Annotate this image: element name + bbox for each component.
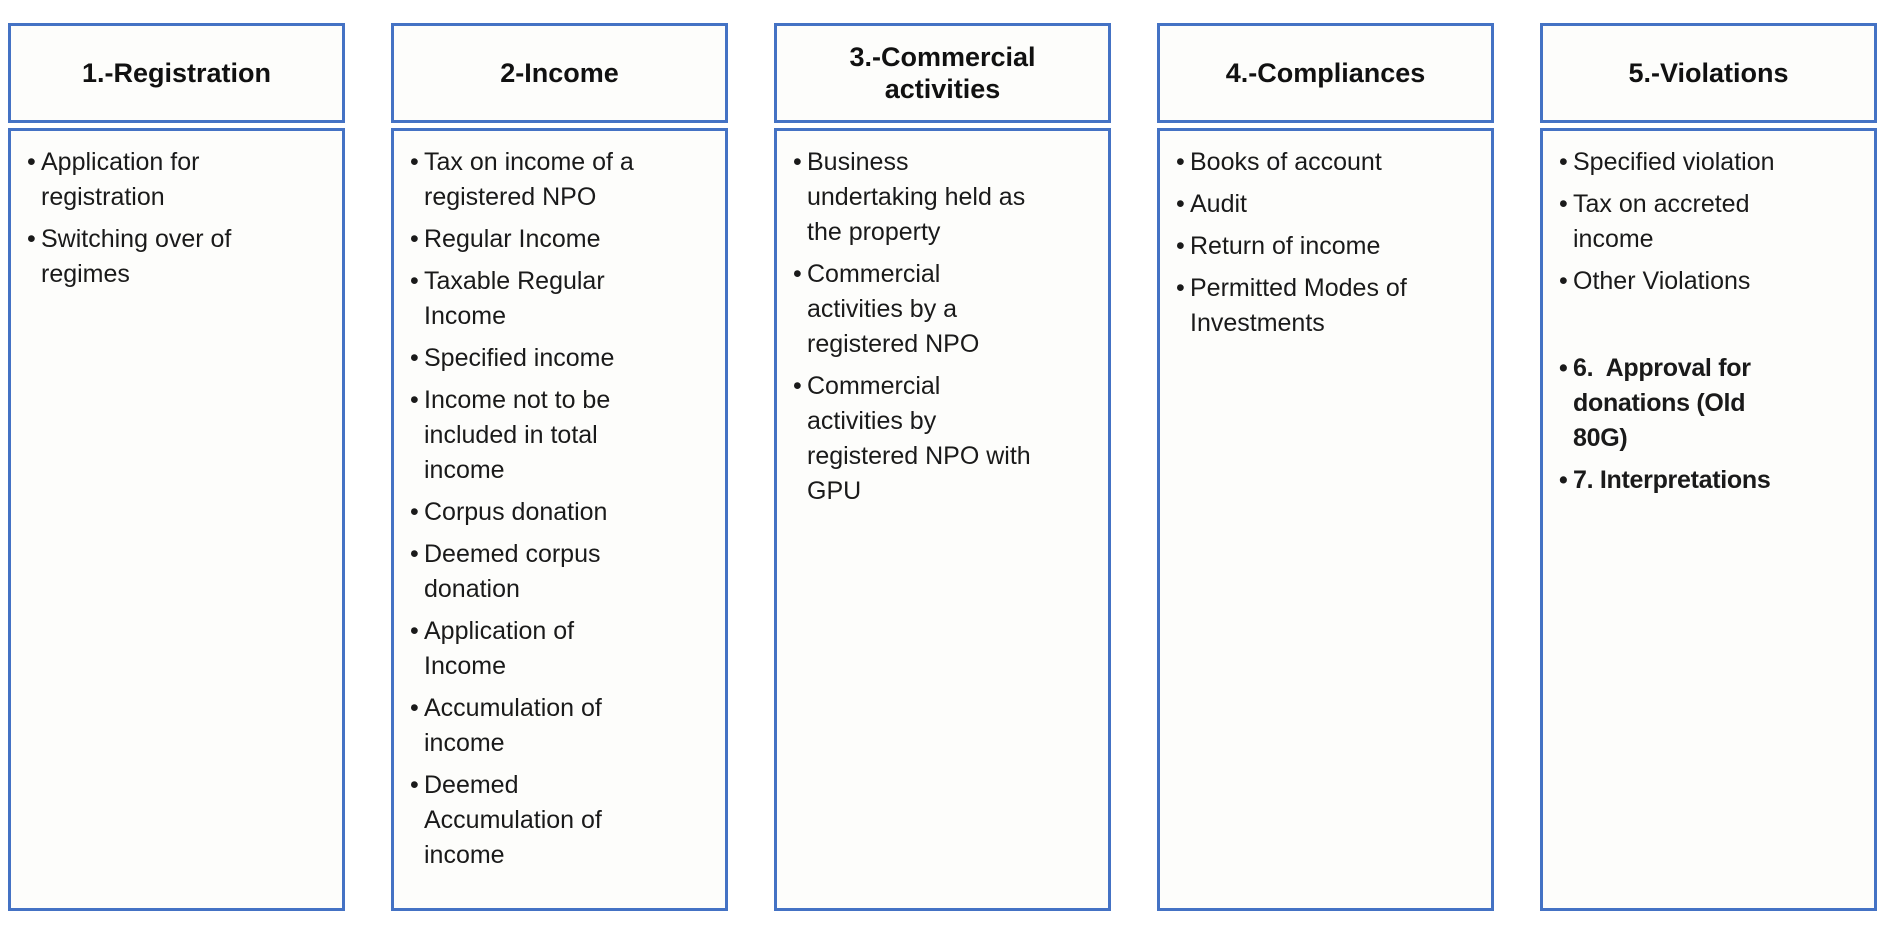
list-item-text: 6. Approval for donations (Old 80G) bbox=[1573, 354, 1758, 452]
list-item: • Books of account bbox=[1176, 145, 1426, 180]
bullet-icon: • bbox=[793, 260, 802, 288]
list-item-text: Other Violations bbox=[1573, 267, 1751, 295]
column-title: 1.-Registration bbox=[81, 58, 272, 88]
list-item: • Return of income bbox=[1176, 229, 1426, 264]
column-body-violations: • Specified violation • Tax on accreted … bbox=[1540, 128, 1877, 911]
column-header-violations: 5.-Violations bbox=[1540, 23, 1877, 123]
list-item-text: Audit bbox=[1190, 190, 1247, 218]
column-title: 3.-Commercial activities bbox=[849, 42, 1036, 104]
list-item: • 6. Approval for donations (Old 80G) bbox=[1559, 351, 1809, 456]
bullet-icon: • bbox=[1176, 190, 1185, 218]
list-item-text: Commercial activities by registered NPO … bbox=[807, 372, 1038, 505]
bullet-icon: • bbox=[410, 386, 419, 414]
list-item-text: Taxable Regular Income bbox=[424, 267, 612, 330]
column-body-income: • Tax on income of a registered NPO • Re… bbox=[391, 128, 728, 911]
column-header-registration: 1.-Registration bbox=[8, 23, 345, 123]
bullet-icon: • bbox=[410, 267, 419, 295]
list-item: • Application for registration bbox=[27, 145, 277, 215]
list-item-text: Commercial activities by a registered NP… bbox=[807, 260, 980, 358]
list-item: • Accumulation of income bbox=[410, 691, 660, 761]
bullet-icon: • bbox=[27, 225, 36, 253]
column-body-commercial-activities: • Business undertaking held as the prope… bbox=[774, 128, 1111, 911]
list-item: • Commercial activities by registered NP… bbox=[793, 369, 1043, 509]
column-body-registration: • Application for registration • Switchi… bbox=[8, 128, 345, 911]
bullet-icon: • bbox=[1559, 466, 1568, 494]
list-item: • Business undertaking held as the prope… bbox=[793, 145, 1043, 250]
list-item: • Switching over of regimes bbox=[27, 222, 277, 292]
list-item: • Application of Income bbox=[410, 614, 660, 684]
list-item: • Corpus donation bbox=[410, 495, 660, 530]
list-item: • Specified income bbox=[410, 341, 660, 376]
bullet-icon: • bbox=[793, 148, 802, 176]
column-header-commercial-activities: 3.-Commercial activities bbox=[774, 23, 1111, 123]
list-item-text: Books of account bbox=[1190, 148, 1382, 176]
list-item-text: 7. Interpretations bbox=[1573, 466, 1771, 494]
column-registration: 1.-Registration • Application for regist… bbox=[8, 23, 345, 911]
bullet-icon: • bbox=[1559, 267, 1568, 295]
bullet-icon: • bbox=[410, 694, 419, 722]
list-item-text: Income not to be included in total incom… bbox=[424, 386, 618, 484]
list-item: • Deemed corpus donation bbox=[410, 537, 660, 607]
column-header-income: 2-Income bbox=[391, 23, 728, 123]
list-item: • Specified violation bbox=[1559, 145, 1809, 180]
bullet-icon: • bbox=[410, 771, 419, 799]
list-item-text: Tax on accreted income bbox=[1573, 190, 1757, 253]
bullet-icon: • bbox=[410, 225, 419, 253]
bullet-icon: • bbox=[1559, 190, 1568, 218]
list-item-text: Regular Income bbox=[424, 225, 601, 253]
list-item: • Permitted Modes of Investments bbox=[1176, 271, 1426, 341]
bullet-icon: • bbox=[410, 148, 419, 176]
list-item-text: Deemed corpus donation bbox=[424, 540, 608, 603]
list-item: • Income not to be included in total inc… bbox=[410, 383, 660, 488]
list-item-text: Permitted Modes of Investments bbox=[1190, 274, 1414, 337]
list-item-text: Application for registration bbox=[41, 148, 207, 211]
bullet-icon: • bbox=[1559, 148, 1568, 176]
column-body-compliances: • Books of account • Audit • Return of i… bbox=[1157, 128, 1494, 911]
list-item-text: Application of Income bbox=[424, 617, 582, 680]
list-item: • Commercial activities by a registered … bbox=[793, 257, 1043, 362]
column-compliances: 4.-Compliances • Books of account • Audi… bbox=[1157, 23, 1494, 911]
list-item-text: Tax on income of a registered NPO bbox=[424, 148, 641, 211]
list-item-text: Specified income bbox=[424, 344, 615, 372]
list-item-text: Corpus donation bbox=[424, 498, 608, 526]
list-item: • Audit bbox=[1176, 187, 1426, 222]
column-commercial-activities: 3.-Commercial activities • Business unde… bbox=[774, 23, 1111, 911]
list-item-text: Return of income bbox=[1190, 232, 1381, 260]
column-title: 5.-Violations bbox=[1628, 58, 1789, 88]
list-item: • Regular Income bbox=[410, 222, 660, 257]
list-item: • Other Violations bbox=[1559, 264, 1809, 299]
column-header-compliances: 4.-Compliances bbox=[1157, 23, 1494, 123]
bullet-icon: • bbox=[1176, 148, 1185, 176]
list-item: • Taxable Regular Income bbox=[410, 264, 660, 334]
list-item-text: Accumulation of income bbox=[424, 694, 609, 757]
column-title: 2-Income bbox=[500, 58, 619, 88]
bullet-icon: • bbox=[410, 498, 419, 526]
column-income: 2-Income • Tax on income of a registered… bbox=[391, 23, 728, 911]
bullet-icon: • bbox=[27, 148, 36, 176]
bullet-icon: • bbox=[1559, 354, 1568, 382]
bullet-icon: • bbox=[410, 540, 419, 568]
column-violations: 5.-Violations • Specified violation • Ta… bbox=[1540, 23, 1877, 911]
column-title: 4.-Compliances bbox=[1225, 58, 1426, 88]
list-item: • Tax on income of a registered NPO bbox=[410, 145, 660, 215]
list-item: • 7. Interpretations bbox=[1559, 463, 1809, 498]
list-item-text: Switching over of regimes bbox=[41, 225, 239, 288]
list-item-text: Deemed Accumulation of income bbox=[424, 771, 609, 869]
bullet-icon: • bbox=[793, 372, 802, 400]
list-item-text: Specified violation bbox=[1573, 148, 1775, 176]
bullet-icon: • bbox=[1176, 232, 1185, 260]
list-gap bbox=[1559, 306, 1809, 351]
bullet-icon: • bbox=[410, 617, 419, 645]
list-item: • Deemed Accumulation of income bbox=[410, 768, 660, 873]
list-item-text: Business undertaking held as the propert… bbox=[807, 148, 1033, 246]
bullet-icon: • bbox=[410, 344, 419, 372]
list-item: • Tax on accreted income bbox=[1559, 187, 1809, 257]
bullet-icon: • bbox=[1176, 274, 1185, 302]
five-column-board: 1.-Registration • Application for regist… bbox=[8, 23, 1877, 911]
